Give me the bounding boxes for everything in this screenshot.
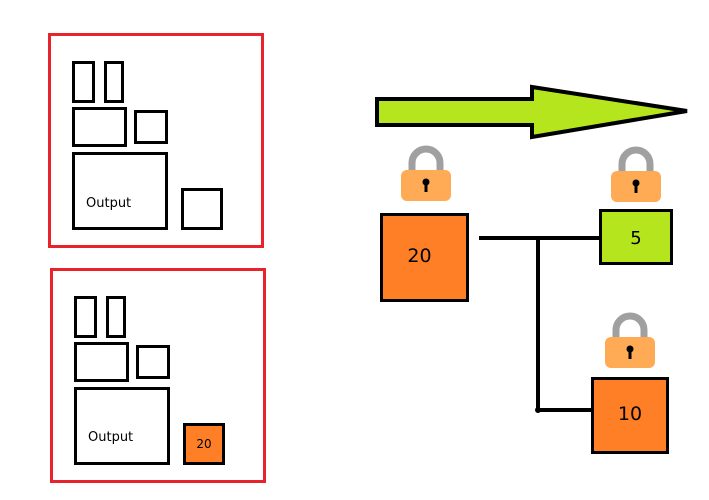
padlock-icon <box>611 146 661 202</box>
slot-small-2[interactable] <box>104 61 124 103</box>
output-label: Output <box>86 196 132 211</box>
top-crafting-panel: Output <box>48 33 264 248</box>
child-node-green[interactable]: 5 <box>599 209 673 265</box>
junction-dot <box>535 407 541 413</box>
slot-medium-2[interactable] <box>134 110 168 144</box>
child-node-orange[interactable]: 10 <box>591 377 669 454</box>
slot-medium-1[interactable] <box>74 342 129 382</box>
padlock-icon <box>401 145 451 201</box>
bottom-crafting-panel: Output 20 <box>50 268 266 483</box>
output-slot[interactable]: Output <box>72 152 168 230</box>
slot-small-1[interactable] <box>74 296 97 338</box>
tree-connectors <box>479 236 601 412</box>
result-slot-filled[interactable]: 20 <box>183 423 225 465</box>
result-slot-empty[interactable] <box>181 188 223 230</box>
output-label: Output <box>88 430 134 445</box>
padlock-icon <box>605 312 655 368</box>
right-arrow-icon <box>375 84 688 140</box>
slot-small-2[interactable] <box>106 296 126 338</box>
child-node-green-value: 5 <box>630 227 642 249</box>
output-slot[interactable]: Output <box>74 387 170 465</box>
slot-small-1[interactable] <box>72 61 95 103</box>
slot-medium-1[interactable] <box>72 107 127 147</box>
root-node-value: 20 <box>407 244 432 267</box>
result-value: 20 <box>196 437 212 451</box>
slot-medium-2[interactable] <box>136 345 170 379</box>
child-node-orange-value: 10 <box>617 403 643 425</box>
root-node[interactable]: 20 <box>380 213 469 302</box>
